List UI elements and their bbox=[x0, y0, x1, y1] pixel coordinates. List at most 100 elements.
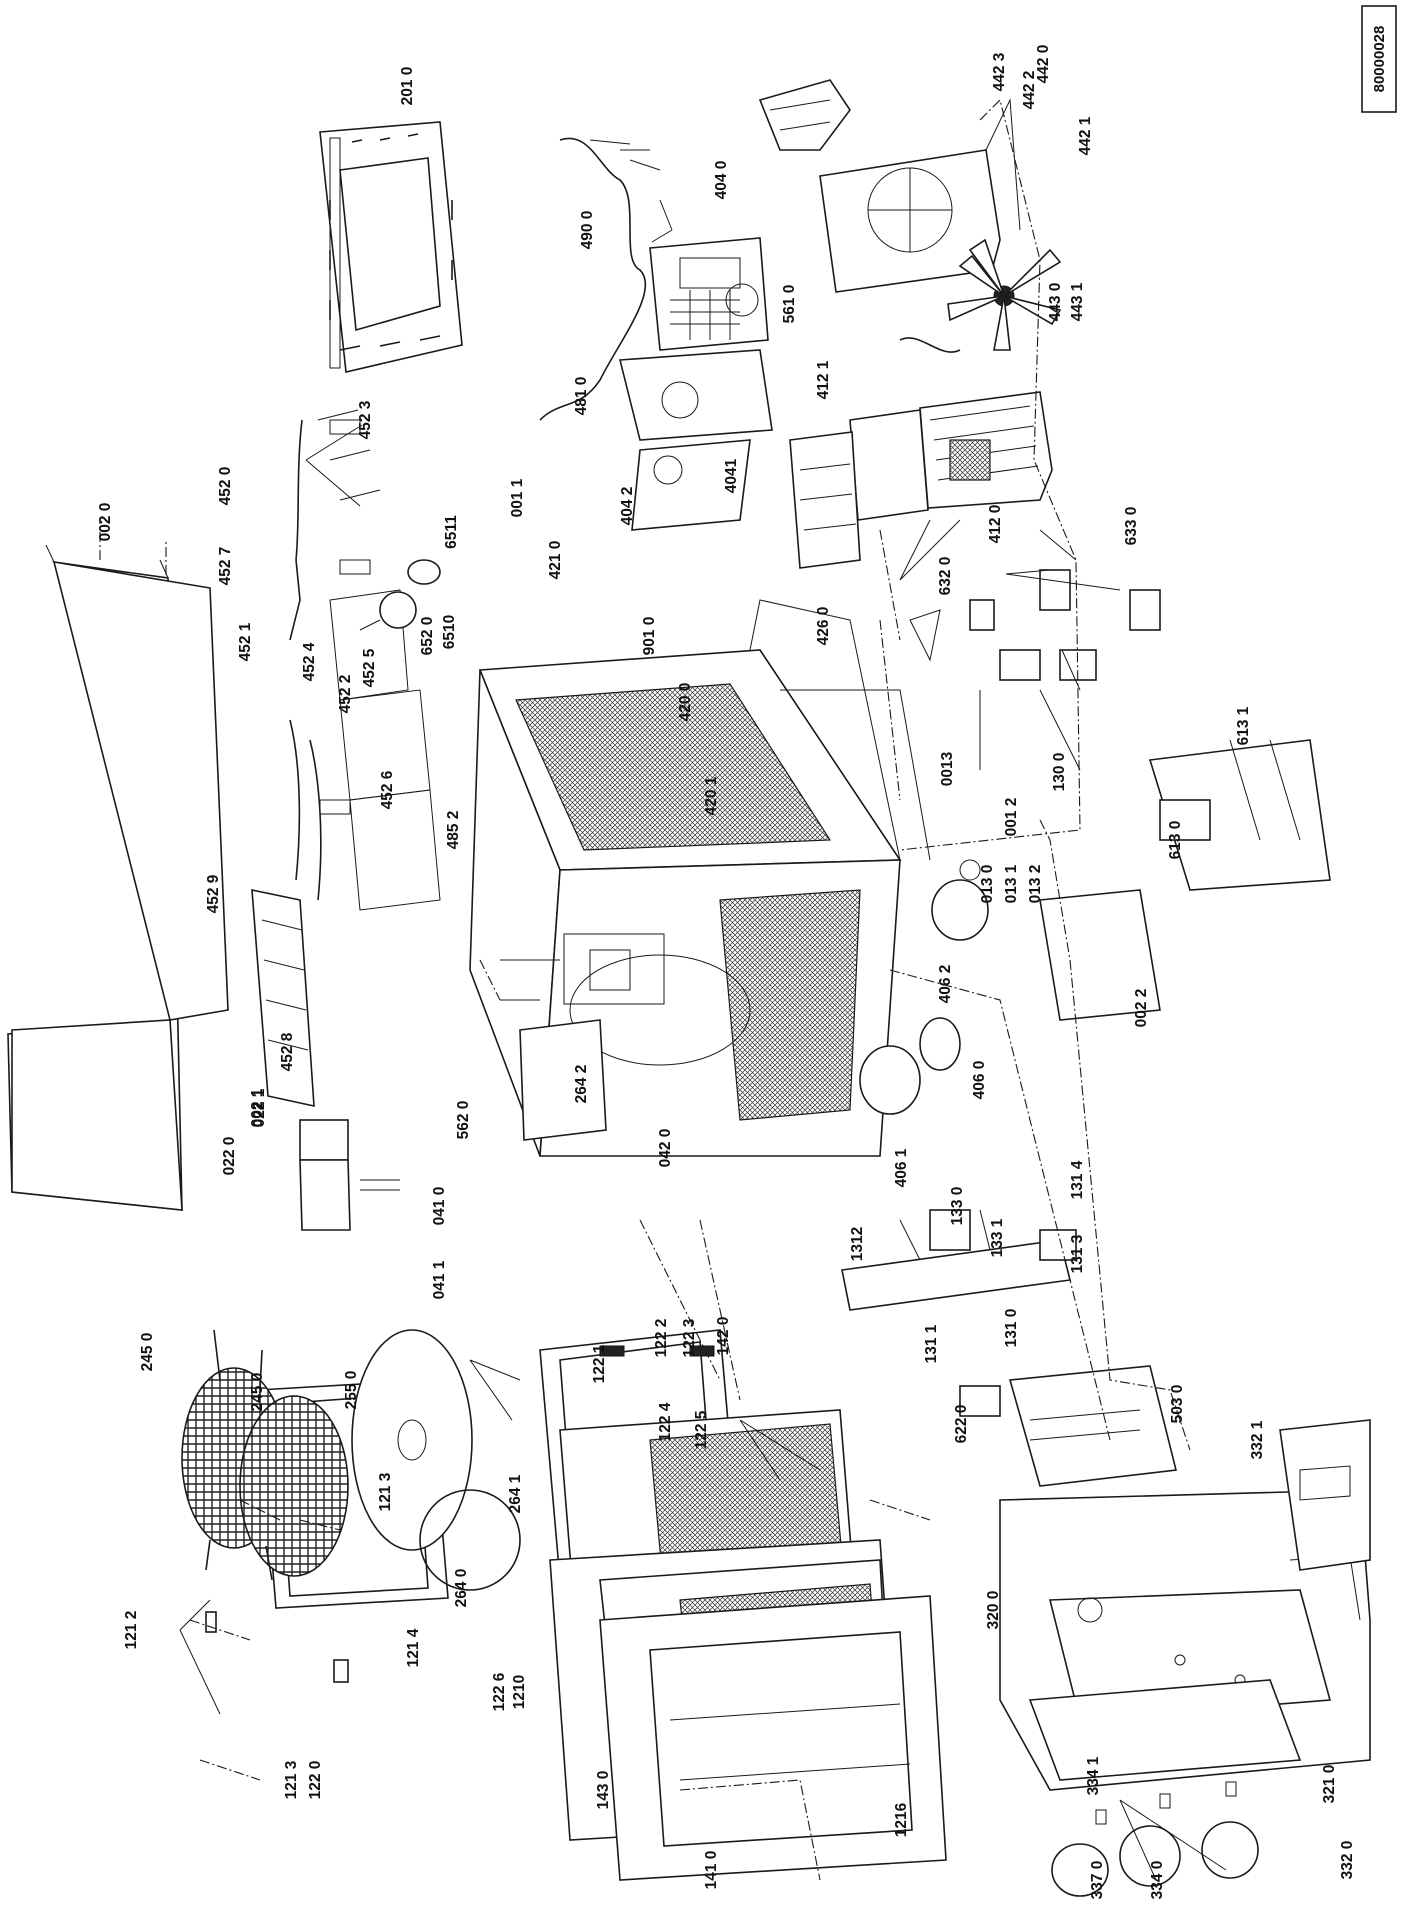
control-panel-cover bbox=[1028, 1679, 1302, 1781]
part-label-4060: 406 0 bbox=[971, 1061, 988, 1100]
part-label-4523: 452 3 bbox=[357, 400, 374, 439]
part-label-4422: 442 2 bbox=[1021, 71, 1038, 110]
part-label-1314: 131 4 bbox=[1069, 1160, 1086, 1199]
part-label-1331: 133 1 bbox=[989, 1218, 1006, 1257]
part-label-1410: 141 0 bbox=[703, 1851, 720, 1890]
part-label-2641: 264 1 bbox=[507, 1474, 524, 1513]
part-label-1216: 1216 bbox=[893, 1802, 910, 1837]
part-label-1224: 122 4 bbox=[657, 1402, 674, 1441]
transformer-cover bbox=[789, 409, 929, 569]
oven-lamp bbox=[359, 559, 441, 631]
part-label-0410: 041 0 bbox=[431, 1187, 448, 1226]
part-label-1226: 122 6 bbox=[491, 1672, 508, 1711]
part-label-4200: 420 0 bbox=[677, 683, 694, 722]
part-label-4430: 443 0 bbox=[1047, 283, 1064, 322]
control-knobs bbox=[1051, 1781, 1259, 1897]
part-label-1221: 122 1 bbox=[591, 1344, 608, 1383]
part-label-1312: 1312 bbox=[849, 1227, 866, 1261]
reference-number: 80000028 bbox=[1371, 26, 1388, 93]
lamp-socket-parts bbox=[299, 1119, 400, 1231]
part-label-1310: 131 0 bbox=[1003, 1309, 1020, 1348]
part-label-2640: 264 0 bbox=[453, 1569, 470, 1608]
part-label-4201: 420 1 bbox=[703, 776, 720, 815]
turntable-plate bbox=[351, 1329, 521, 1591]
part-label-5610: 561 0 bbox=[781, 285, 798, 324]
fan-motor bbox=[758, 79, 851, 151]
part-label-1330: 133 0 bbox=[949, 1187, 966, 1226]
part-label-3321: 332 1 bbox=[1249, 1420, 1266, 1459]
part-label-9010: 901 0 bbox=[641, 617, 658, 656]
fan-bracket bbox=[819, 98, 1021, 293]
part-label-0411: 041 1 bbox=[431, 1260, 448, 1299]
thermostat-parts bbox=[909, 569, 1161, 662]
part-label-1225: 122 5 bbox=[693, 1410, 710, 1449]
part-label-3210: 321 0 bbox=[1321, 1765, 1338, 1804]
part-label-6130: 613 0 bbox=[1167, 821, 1184, 860]
part-label-4521: 452 1 bbox=[237, 622, 254, 661]
side-panel-plate bbox=[1039, 889, 1161, 1021]
part-label-0011: 001 1 bbox=[509, 478, 526, 517]
part-label-0220: 022 0 bbox=[221, 1137, 238, 1176]
part-label-4522: 452 2 bbox=[337, 675, 354, 714]
part-label-6510: 6510 bbox=[441, 615, 458, 649]
top-cover-frame bbox=[319, 121, 463, 373]
part-label-4421: 442 1 bbox=[1077, 116, 1094, 155]
part-label-4525: 452 5 bbox=[361, 648, 378, 687]
part-label-5620: 562 0 bbox=[455, 1101, 472, 1140]
part-label-0013: 0013 bbox=[939, 751, 956, 786]
part-label-4120: 412 0 bbox=[987, 505, 1004, 544]
part-label-4062: 406 2 bbox=[937, 965, 954, 1004]
part-label-4900: 490 0 bbox=[579, 211, 596, 250]
door-outer-frame bbox=[599, 1595, 947, 1881]
part-label-4431: 443 1 bbox=[1069, 282, 1086, 321]
part-label-0130: 013 0 bbox=[979, 865, 996, 904]
part-label-4121: 412 1 bbox=[815, 360, 832, 399]
grill-element bbox=[251, 409, 441, 1108]
fan-blade bbox=[947, 238, 1062, 351]
part-label-1300: 130 0 bbox=[1051, 753, 1068, 792]
part-label-0022: 002 2 bbox=[1133, 989, 1150, 1028]
part-label-6330: 633 0 bbox=[1123, 507, 1140, 546]
grill-racks bbox=[181, 1329, 349, 1581]
control-board bbox=[959, 1365, 1177, 1487]
part-label-2642: 264 2 bbox=[573, 1065, 590, 1104]
wiring-harness bbox=[539, 137, 673, 421]
part-label-4210: 421 0 bbox=[547, 541, 564, 580]
oven-cavity-chassis bbox=[469, 599, 931, 1157]
part-label-0020: 002 0 bbox=[97, 503, 114, 542]
part-label-4529: 452 9 bbox=[205, 874, 222, 913]
part-label-6131: 613 1 bbox=[1235, 706, 1252, 745]
part-label-0012: 001 2 bbox=[1003, 798, 1020, 837]
part-label-1313: 131 3 bbox=[1069, 1234, 1086, 1273]
part-label-4524: 452 4 bbox=[301, 642, 318, 681]
part-label-2450b: 245 0 bbox=[249, 1373, 266, 1412]
part-label-4810: 481 0 bbox=[573, 377, 590, 416]
part-label-1220: 122 0 bbox=[307, 1761, 324, 1800]
part-label-0420: 042 0 bbox=[657, 1129, 674, 1168]
latch-assembly bbox=[1279, 1419, 1371, 1571]
part-label-4061: 406 1 bbox=[893, 1148, 910, 1187]
part-label-3200: 320 0 bbox=[985, 1591, 1002, 1630]
reference-box: 80000028 bbox=[1361, 5, 1397, 113]
part-label-4520: 452 0 bbox=[217, 467, 234, 506]
part-label-1222: 122 2 bbox=[653, 1319, 670, 1358]
part-label-4260: 426 0 bbox=[815, 607, 832, 646]
part-label-4420: 442 0 bbox=[1035, 45, 1052, 84]
part-label-1212: 121 2 bbox=[123, 1611, 140, 1650]
part-label-1213a: 121 3 bbox=[377, 1472, 394, 1511]
part-label-3370: 337 0 bbox=[1089, 1861, 1106, 1900]
part-label-4527: 452 7 bbox=[217, 547, 234, 586]
part-label-4040: 404 0 bbox=[713, 161, 730, 200]
part-label-0131: 013 1 bbox=[1003, 864, 1020, 903]
part-label-4041: 4041 bbox=[723, 458, 740, 493]
part-label-4423: 442 3 bbox=[991, 52, 1008, 91]
part-label-5030: 503 0 bbox=[1169, 1385, 1186, 1424]
part-label-0021: 002 1 bbox=[249, 1088, 266, 1127]
leader-lines bbox=[179, 424, 1227, 1881]
part-label-4852: 485 2 bbox=[445, 811, 462, 850]
capacitor-bracket bbox=[1148, 739, 1331, 891]
part-label-0221: 022 1 bbox=[251, 1088, 268, 1127]
part-label-1214: 121 4 bbox=[405, 1628, 422, 1667]
part-label-0132: 013 2 bbox=[1027, 865, 1044, 904]
